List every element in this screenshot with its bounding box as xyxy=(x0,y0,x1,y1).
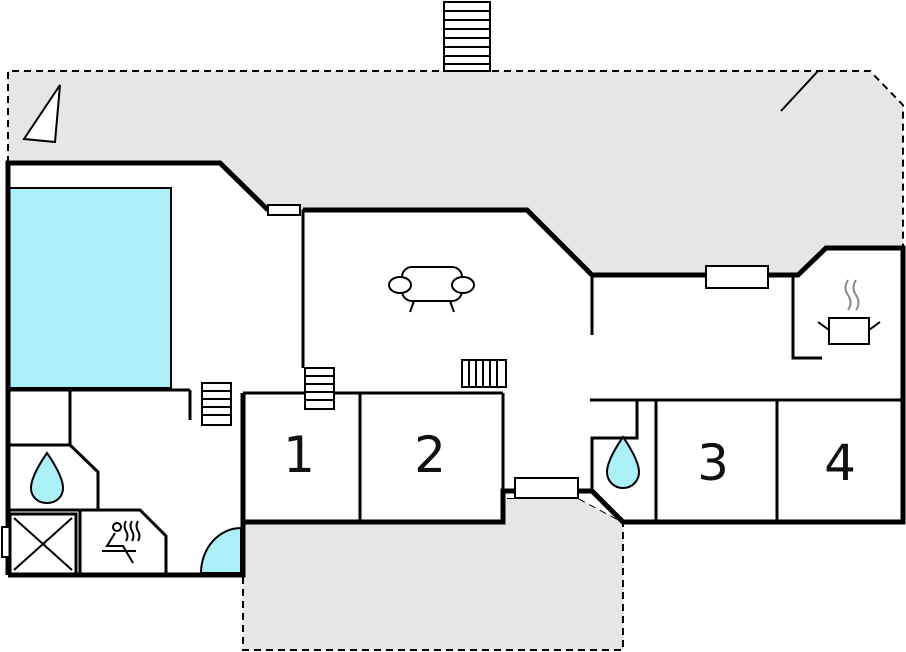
utility-cross-icon xyxy=(8,512,78,576)
water-drop-icon xyxy=(605,435,641,490)
compass-north-icon xyxy=(22,84,61,144)
terrace-areas xyxy=(7,70,904,651)
water-drop-icon xyxy=(29,451,65,505)
stove-pot-icon xyxy=(817,279,881,345)
sofa-icon xyxy=(388,266,475,313)
interior-walls xyxy=(8,210,903,575)
room-label-1: 1 xyxy=(283,426,315,484)
window-icon xyxy=(1,204,769,558)
stairs-icon xyxy=(304,367,335,410)
stairs-icon xyxy=(443,1,491,72)
stairs-icon xyxy=(461,359,507,388)
room-label-2: 2 xyxy=(414,426,446,484)
stairs-icon xyxy=(201,382,232,426)
room-label-3: 3 xyxy=(697,434,729,492)
sauna-icon xyxy=(102,520,141,564)
building-interior xyxy=(8,163,903,575)
external-walls xyxy=(5,160,906,578)
terrace-corner xyxy=(780,70,819,112)
shower-door-icon xyxy=(199,526,242,574)
room-label-4: 4 xyxy=(824,434,856,492)
pool xyxy=(7,187,172,389)
